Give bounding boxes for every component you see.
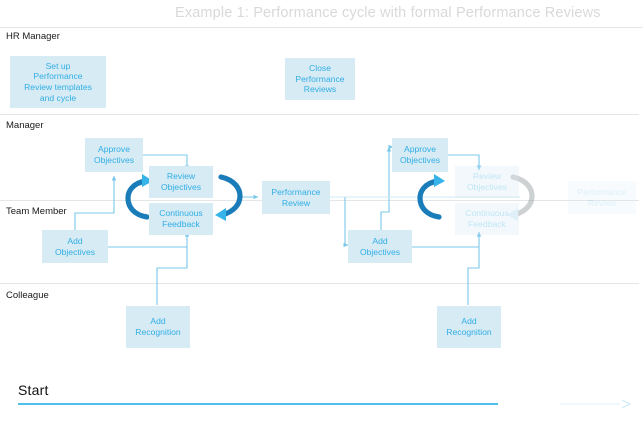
box-line: Recognition [446, 327, 492, 337]
box-add-objectives-1[interactable]: Add Objectives [42, 230, 108, 263]
box-line: Add [150, 316, 166, 327]
box-performance-review-2[interactable]: Performance Review [568, 181, 636, 214]
box-line: Approve [403, 144, 436, 155]
box-approve-objectives-1[interactable]: Approve Objectives [85, 138, 143, 172]
box-line: Review templates [24, 82, 92, 92]
box-line: Objectives [359, 246, 401, 257]
timeline-start-label: Start [18, 382, 49, 398]
lane-divider-team-member [0, 283, 639, 284]
box-line: Close [309, 63, 331, 74]
lane-label-colleague: Colleague [6, 290, 49, 301]
box-line: Objectives [466, 182, 508, 192]
box-line: Approve [97, 144, 130, 155]
box-line: Objectives [160, 182, 202, 192]
box-add-recognition-2[interactable]: Add Recognition [437, 306, 501, 348]
box-line: Performance [33, 71, 83, 82]
box-line: Performance [295, 73, 345, 84]
box-line: Continuous [159, 208, 203, 219]
box-line: Objectives [54, 246, 96, 257]
box-close-performance-reviews[interactable]: Close Performance Reviews [285, 58, 355, 100]
box-line: Feedback [468, 219, 506, 229]
timeline-axis [18, 399, 632, 409]
lane-label-hr-manager: HR Manager [6, 31, 60, 42]
box-line: Review [281, 197, 311, 208]
box-continuous-feedback-2[interactable]: Continuous Feedback [455, 203, 519, 235]
box-continuous-feedback-1[interactable]: Continuous Feedback [149, 203, 213, 235]
cycle-arrow-right-1 [215, 174, 243, 221]
box-line: Add [461, 316, 477, 327]
page-title: Example 1: Performance cycle with formal… [175, 5, 601, 21]
box-line: Objectives [93, 155, 135, 165]
box-line: Performance [271, 186, 321, 197]
box-line: Continuous [465, 208, 509, 219]
lane-divider-hr-manager [0, 114, 639, 115]
box-approve-objectives-2[interactable]: Approve Objectives [392, 138, 448, 172]
box-review-objectives-1[interactable]: Review Objectives [149, 166, 213, 198]
box-line: Objectives [399, 155, 441, 165]
box-review-objectives-2[interactable]: Review Objectives [455, 166, 519, 198]
box-line: Reviews [303, 84, 337, 95]
box-add-objectives-2[interactable]: Add Objectives [348, 230, 412, 263]
box-line: Set up [45, 60, 71, 71]
lane-label-manager: Manager [6, 120, 44, 131]
box-line: Review [166, 171, 196, 182]
box-line: Review [587, 197, 617, 208]
cycle-arrow-left-2 [417, 174, 445, 220]
box-line: and cycle [39, 92, 77, 103]
lane-divider-top [0, 27, 643, 28]
box-performance-review-1[interactable]: Performance Review [262, 181, 330, 214]
lane-label-team-member: Team Member [6, 206, 67, 217]
box-add-recognition-1[interactable]: Add Recognition [126, 306, 190, 348]
box-line: Performance [577, 186, 627, 197]
box-setup-review-templates[interactable]: Set up Performance Review templates and … [10, 56, 106, 108]
box-line: Recognition [135, 327, 181, 337]
box-line: Feedback [162, 219, 200, 229]
box-line: Review [472, 171, 502, 182]
box-line: Add [67, 235, 83, 246]
box-line: Add [372, 235, 388, 246]
